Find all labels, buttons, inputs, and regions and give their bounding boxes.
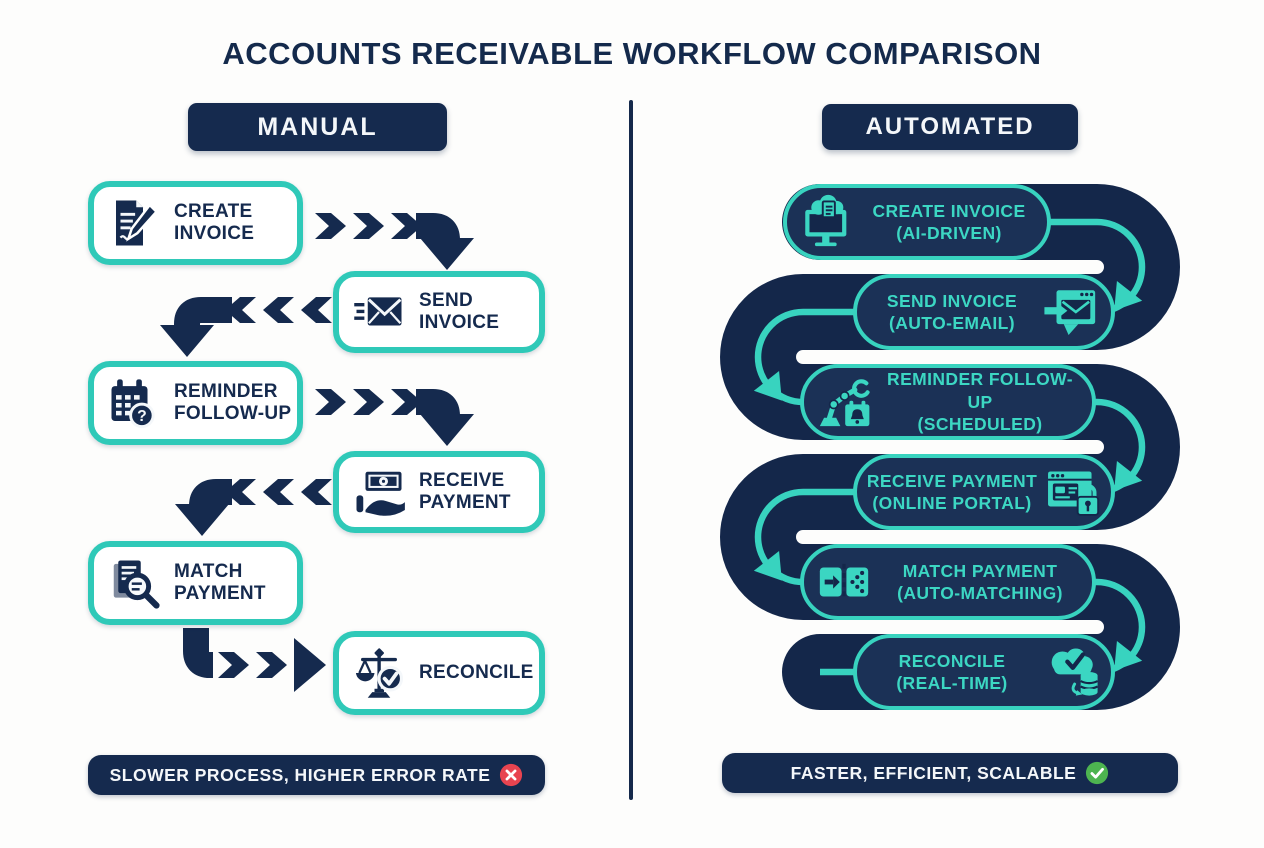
manual-step-receive-payment: RECEIVE PAYMENT: [333, 451, 545, 533]
arrow-send-to-reminder: [160, 297, 332, 357]
automated-step-label: REMINDER FOLLOW-UP (SCHEDULED): [887, 369, 1073, 435]
automated-summary-bar: FASTER, EFFICIENT, SCALABLE: [722, 753, 1178, 793]
auto-matching-icon: [812, 553, 876, 611]
automated-step-label: CREATE INVOICE (AI-DRIVEN): [872, 200, 1026, 243]
manual-step-reconcile: RECONCILE: [333, 631, 545, 715]
manual-summary-bar: SLOWER PROCESS, HIGHER ERROR RATE: [88, 755, 545, 795]
svg-text:?: ?: [137, 408, 147, 425]
automated-step-reconcile: RECONCILE (REAL-TIME): [853, 634, 1115, 710]
automated-step-label: MATCH PAYMENT (AUTO-MATCHING): [897, 560, 1063, 603]
manual-step-label: RECONCILE: [419, 662, 534, 684]
automated-summary-text: FASTER, EFFICIENT, SCALABLE: [790, 762, 1077, 783]
manual-step-label: SEND INVOICE: [419, 290, 500, 333]
error-x-icon: [499, 763, 523, 787]
success-check-icon: [1085, 761, 1109, 785]
monitor-cloud-icon: [795, 193, 859, 251]
automated-serpentine-flow: [720, 184, 1180, 710]
document-magnifier-icon: [106, 556, 162, 610]
manual-step-reminder: ? REMINDER FOLLOW-UP: [88, 361, 303, 445]
automated-step-receive-payment: RECEIVE PAYMENT (ONLINE PORTAL): [853, 454, 1115, 530]
automated-step-create-invoice: CREATE INVOICE (AI-DRIVEN): [783, 184, 1051, 260]
calendar-question-icon: ?: [106, 376, 162, 430]
send-envelope-icon: [351, 285, 407, 339]
browser-email-icon: [1039, 283, 1103, 341]
automated-header-label: AUTOMATED: [865, 113, 1035, 140]
manual-header-label: MANUAL: [257, 112, 378, 141]
automated-step-send-invoice: SEND INVOICE (AUTO-EMAIL): [853, 274, 1115, 350]
cash-hand-icon: [351, 465, 407, 519]
manual-step-match-payment: MATCH PAYMENT: [88, 541, 303, 625]
manual-step-label: MATCH PAYMENT: [174, 561, 266, 604]
manual-step-send-invoice: SEND INVOICE: [333, 271, 545, 353]
portal-card-lock-icon: [1039, 463, 1103, 521]
scale-check-icon: [351, 646, 407, 700]
page-title: ACCOUNTS RECEIVABLE WORKFLOW COMPARISON: [222, 36, 1042, 71]
manual-step-label: CREATE INVOICE: [174, 201, 255, 244]
robot-arm-calendar-icon: [812, 373, 876, 431]
automated-step-reminder: REMINDER FOLLOW-UP (SCHEDULED): [800, 364, 1096, 440]
automated-step-label: RECONCILE (REAL-TIME): [896, 650, 1008, 693]
arrow-match-to-reconcile: [183, 628, 326, 692]
arrow-receive-to-match: [175, 479, 332, 536]
invoice-pencil-icon: [106, 196, 162, 250]
manual-summary-text: SLOWER PROCESS, HIGHER ERROR RATE: [109, 764, 491, 785]
cloud-database-sync-icon: [1039, 643, 1103, 701]
manual-flow-arrows: [160, 213, 474, 692]
manual-step-create-invoice: CREATE INVOICE: [88, 181, 303, 265]
manual-step-label: REMINDER FOLLOW-UP: [174, 381, 292, 424]
automated-step-label: SEND INVOICE (AUTO-EMAIL): [886, 290, 1018, 333]
automated-column-header: AUTOMATED: [822, 104, 1078, 150]
manual-step-label: RECEIVE PAYMENT: [419, 470, 511, 513]
automated-step-match-payment: MATCH PAYMENT (AUTO-MATCHING): [800, 544, 1096, 620]
automated-step-label: RECEIVE PAYMENT (ONLINE PORTAL): [866, 470, 1038, 513]
arrow-create-to-send: [315, 213, 474, 270]
manual-column-header: MANUAL: [188, 103, 447, 151]
column-divider: [629, 100, 633, 800]
arrow-reminder-to-receive: [315, 389, 474, 446]
